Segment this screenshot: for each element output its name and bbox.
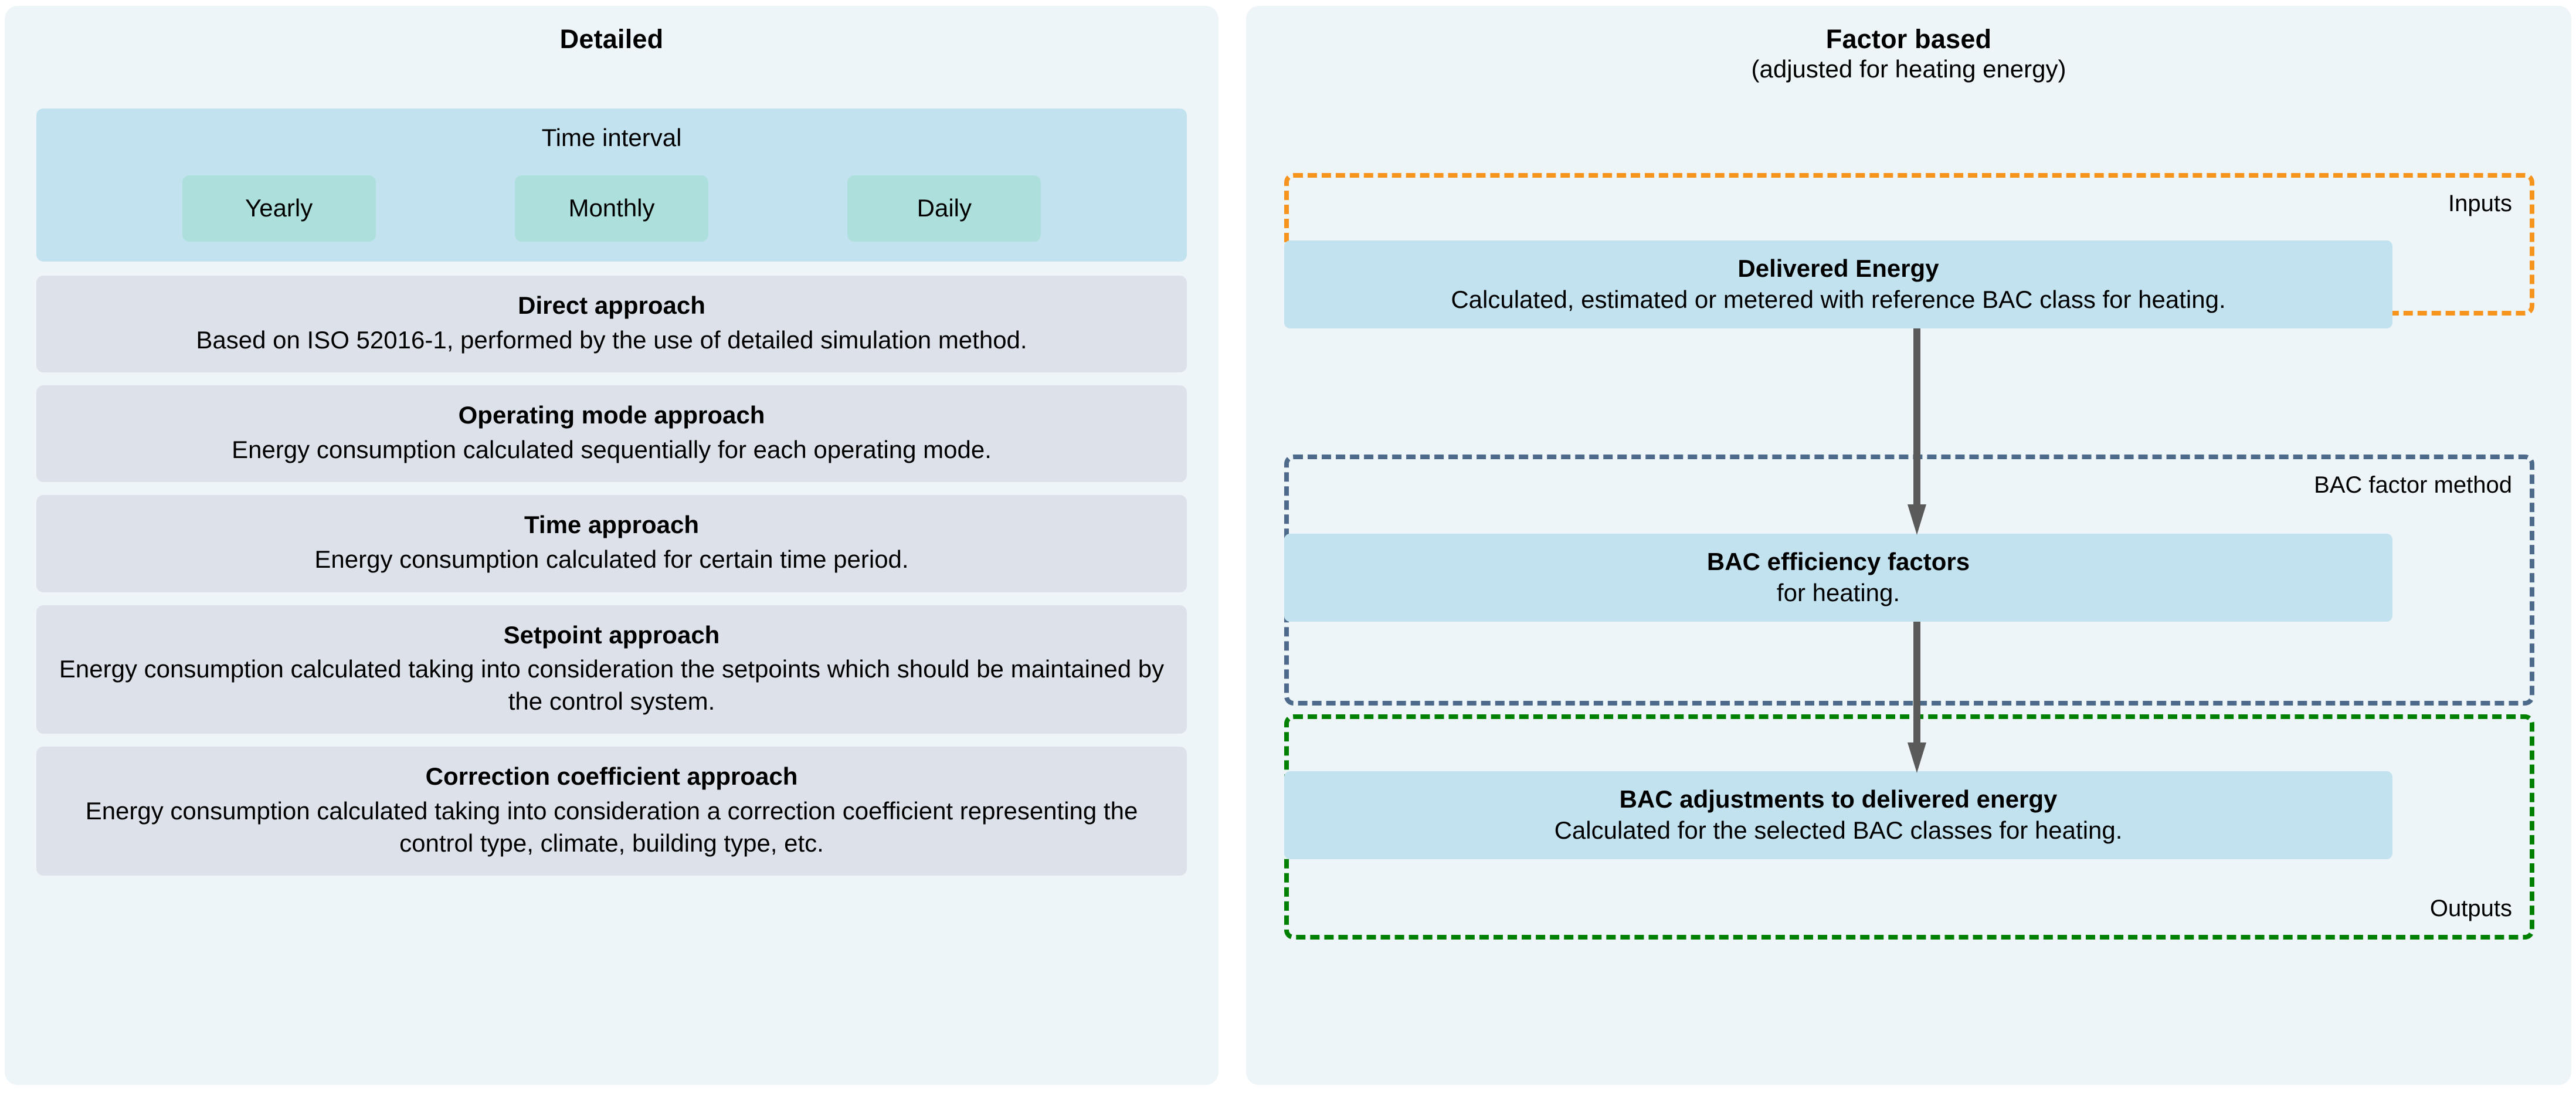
approach-description: Energy consumption calculated taking int… xyxy=(59,655,1165,715)
approach-card-direct[interactable]: Direct approach Based on ISO 52016-1, pe… xyxy=(36,276,1187,373)
box-bac-adjustments-description: Calculated for the selected BAC classes … xyxy=(1554,816,2123,844)
panel-factor-based-title: Factor based xyxy=(1825,24,1992,54)
box-delivered-energy-title: Delivered Energy xyxy=(1737,255,1939,283)
time-interval-option-monthly[interactable]: Monthly xyxy=(514,175,708,242)
box-bac-efficiency-factors-title: BAC efficiency factors xyxy=(1706,548,1970,576)
time-interval-band: Time interval Yearly Monthly Daily xyxy=(36,108,1187,262)
approach-description: Based on ISO 52016-1, performed by the u… xyxy=(196,325,1027,354)
time-interval-option-daily[interactable]: Daily xyxy=(847,175,1041,242)
time-interval-label: Time interval xyxy=(541,124,682,151)
panel-detailed: Detailed Time interval Yearly Monthly Da… xyxy=(5,6,1219,1085)
box-delivered-energy-description: Calculated, estimated or metered with re… xyxy=(1451,286,2226,313)
approach-list: Direct approach Based on ISO 52016-1, pe… xyxy=(36,276,1187,889)
group-inputs-label: Inputs xyxy=(2448,191,2512,216)
approach-title: Operating mode approach xyxy=(458,401,765,429)
approach-title: Correction coefficient approach xyxy=(425,762,798,791)
approach-card-correction-coefficient[interactable]: Correction coefficient approach Energy c… xyxy=(36,747,1187,876)
group-outputs-label: Outputs xyxy=(2429,896,2512,921)
approach-title: Setpoint approach xyxy=(503,620,720,649)
approach-title: Direct approach xyxy=(518,291,705,319)
panel-factor-based-subtitle: (adjusted for heating energy) xyxy=(1751,55,2066,83)
approach-card-operating-mode[interactable]: Operating mode approach Energy consumpti… xyxy=(36,385,1187,483)
group-bac-factor-method-label: BAC factor method xyxy=(2314,472,2512,498)
box-bac-adjustments[interactable]: BAC adjustments to delivered energy Calc… xyxy=(1284,771,2392,859)
approach-card-time[interactable]: Time approach Energy consumption calcula… xyxy=(36,495,1187,592)
approach-description: Energy consumption calculated taking int… xyxy=(85,796,1138,857)
time-interval-options: Yearly Monthly Daily xyxy=(36,173,1187,243)
box-bac-efficiency-factors-description: for heating. xyxy=(1776,579,1900,606)
time-interval-option-yearly[interactable]: Yearly xyxy=(182,175,376,242)
arrow-down-icon-delivered-to-factors xyxy=(1908,328,1926,535)
box-delivered-energy[interactable]: Delivered Energy Calculated, estimated o… xyxy=(1284,240,2392,328)
approach-card-setpoint[interactable]: Setpoint approach Energy consumption cal… xyxy=(36,605,1187,734)
arrow-down-icon-factors-to-adjustments xyxy=(1908,622,1926,773)
box-bac-adjustments-title: BAC adjustments to delivered energy xyxy=(1619,785,2058,813)
approach-description: Energy consumption calculated sequential… xyxy=(232,435,992,463)
approach-title: Time approach xyxy=(524,511,699,539)
box-bac-efficiency-factors[interactable]: BAC efficiency factors for heating. xyxy=(1284,534,2392,622)
approach-description: Energy consumption calculated for certai… xyxy=(314,545,909,573)
panel-detailed-title: Detailed xyxy=(559,24,664,54)
